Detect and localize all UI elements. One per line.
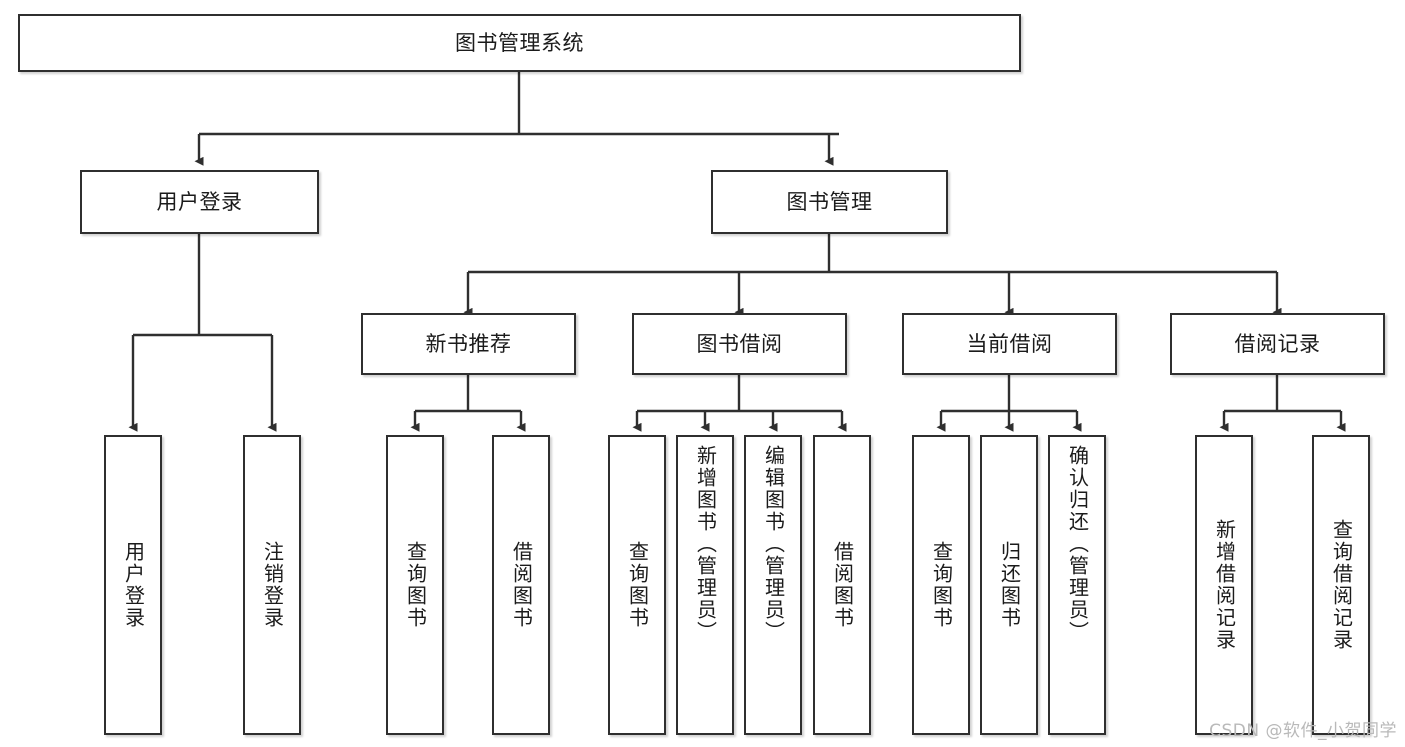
node-leaf-user-login[interactable]: 用户登录 <box>104 435 162 735</box>
node-label: 借阅记录 <box>1234 331 1321 356</box>
node-label: 确认归还（管理员） <box>1065 445 1090 643</box>
node-user-login[interactable]: 用户登录 <box>80 170 319 234</box>
node-leaf-borrow-book-1[interactable]: 借阅图书 <box>492 435 550 735</box>
node-label: 查询图书 <box>929 541 954 629</box>
node-leaf-logout-login[interactable]: 注销登录 <box>243 435 301 735</box>
node-label: 注销登录 <box>260 541 285 629</box>
node-label: 借阅图书 <box>509 541 534 629</box>
node-label: 新增图书（管理员） <box>693 445 718 643</box>
node-borrow-record[interactable]: 借阅记录 <box>1170 313 1385 375</box>
node-current-borrow[interactable]: 当前借阅 <box>902 313 1117 375</box>
node-leaf-query-book-1[interactable]: 查询图书 <box>386 435 444 735</box>
node-label: 查询图书 <box>403 541 428 629</box>
node-leaf-add-record[interactable]: 新增借阅记录 <box>1195 435 1253 735</box>
node-label: 查询借阅记录 <box>1329 519 1354 651</box>
node-book-borrow[interactable]: 图书借阅 <box>632 313 847 375</box>
node-leaf-add-book[interactable]: 新增图书（管理员） <box>676 435 734 735</box>
node-leaf-query-book-3[interactable]: 查询图书 <box>912 435 970 735</box>
node-label: 新书推荐 <box>425 331 512 356</box>
watermark-text: CSDN @软件_小贺同学 <box>1209 721 1397 741</box>
node-label: 图书借阅 <box>696 331 783 356</box>
node-leaf-return-book[interactable]: 归还图书 <box>980 435 1038 735</box>
node-root-system[interactable]: 图书管理系统 <box>18 14 1021 72</box>
node-leaf-edit-book[interactable]: 编辑图书（管理员） <box>744 435 802 735</box>
node-label: 编辑图书（管理员） <box>761 445 786 643</box>
node-label: 新增借阅记录 <box>1212 519 1237 651</box>
node-label: 借阅图书 <box>830 541 855 629</box>
node-label: 当前借阅 <box>966 331 1053 356</box>
node-leaf-query-book-2[interactable]: 查询图书 <box>608 435 666 735</box>
node-leaf-query-record[interactable]: 查询借阅记录 <box>1312 435 1370 735</box>
node-leaf-borrow-book-2[interactable]: 借阅图书 <box>813 435 871 735</box>
node-leaf-confirm-return[interactable]: 确认归还（管理员） <box>1048 435 1106 735</box>
node-label: 用户登录 <box>156 189 243 214</box>
node-label: 图书管理 <box>786 189 873 214</box>
node-label: 归还图书 <box>997 541 1022 629</box>
node-label: 查询图书 <box>625 541 650 629</box>
node-book-management[interactable]: 图书管理 <box>711 170 948 234</box>
node-new-book-recommend[interactable]: 新书推荐 <box>361 313 576 375</box>
node-label: 图书管理系统 <box>455 30 584 55</box>
node-label: 用户登录 <box>121 541 146 629</box>
